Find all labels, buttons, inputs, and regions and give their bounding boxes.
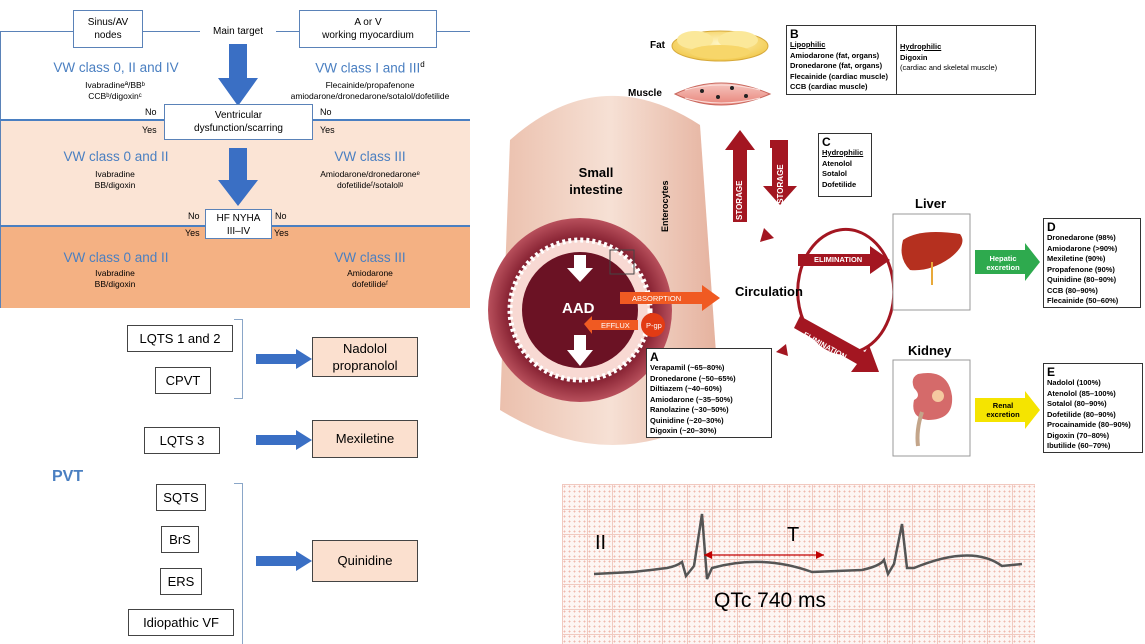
muscle-label: Muscle — [628, 88, 662, 99]
drugs-right-3: Amiodarone dofetilideᶠ — [347, 268, 393, 289]
drugs-left-1: Ivabradineª/BBᵇ CCBᵇ/digoxinᶜ — [85, 80, 145, 101]
ecg-strip — [562, 484, 1035, 644]
enterocytes-label: Enterocytes — [660, 180, 670, 232]
pvt-label: PVT — [52, 468, 84, 485]
ecg-lead-label: II — [595, 532, 607, 554]
yes-label-1: Yes — [142, 125, 157, 135]
treatment-mexiletine: Mexiletine — [312, 420, 418, 458]
no-label-4: No — [275, 211, 287, 221]
enterocyte-zoom — [609, 249, 635, 275]
storage-arrow — [725, 130, 755, 222]
treatment-quinidine: Quinidine — [312, 540, 418, 582]
liver-icon — [901, 232, 963, 271]
lqts12-box: LQTS 1 and 2 — [127, 325, 233, 352]
fat-label: Fat — [650, 40, 665, 51]
elimination-arrow-liver — [798, 246, 890, 274]
kidney-label: Kidney — [908, 343, 952, 358]
no-label-2: No — [320, 107, 332, 117]
pvt-arrow-2 — [256, 430, 312, 450]
no-label-1: No — [145, 107, 157, 117]
hepatic-excretion-label: Hepatic excretion — [986, 254, 1020, 272]
pgp-circle — [641, 313, 665, 337]
aad-label: AAD — [562, 300, 595, 317]
pvt-arrow-1 — [256, 349, 312, 369]
info-box-a: A Verapamil (~65–80%)Dronedarone (~50–65… — [646, 348, 772, 438]
no-label-3: No — [188, 211, 200, 221]
bracket-2 — [234, 483, 243, 644]
ecg-qtc-label: QTc 740 ms — [714, 589, 827, 612]
absorption-label: ABSORPTION — [632, 294, 682, 303]
info-box-d: D Dronedarone (98%)Amiodarone (>90%)Mexi… — [1043, 218, 1141, 308]
drugs-right-1: Flecainide/propafenone amiodarone/droned… — [290, 80, 450, 101]
hf-nyha-box: HF NYHA III–IV — [205, 209, 272, 239]
cpvt-box: CPVT — [155, 367, 211, 394]
band-hf — [0, 226, 470, 308]
aad-arrow-down-1 — [567, 255, 593, 282]
drugs-left-3: Ivabradine BB/digoxin — [94, 268, 136, 289]
vw-class-left-2: VW class 0 and II — [63, 149, 169, 164]
fat-illustration — [671, 30, 769, 62]
av-myocardium-box: A or V working myocardium — [299, 10, 437, 48]
drugs-right-2: Amiodarone/dronedaroneᵉ dofetilideᶠ/sota… — [320, 169, 420, 190]
yes-label-3: Yes — [185, 228, 200, 238]
pgp-label: P-gp — [646, 321, 662, 330]
yes-label-4: Yes — [274, 228, 289, 238]
flow-arrow-2 — [218, 148, 258, 206]
vw-class-right-1: VW class I and IIId — [315, 60, 425, 76]
ecg-trace — [593, 513, 1023, 580]
efflux-label: EFFLUX — [601, 321, 630, 330]
vw-class-left-3: VW class 0 and II — [63, 250, 169, 265]
efflux-arrow — [584, 316, 638, 334]
aad-arrow-down-2 — [567, 335, 593, 366]
no-storage-label: NO STORAGE — [776, 164, 785, 218]
ventricular-dysfunction-box: Ventricular dysfunction/scarring — [164, 104, 313, 140]
brs-box: BrS — [161, 526, 199, 553]
circulation-label: Circulation — [735, 284, 803, 299]
sinus-av-box: Sinus/AV nodes — [73, 10, 143, 48]
small-intestine-label: Small intestine — [569, 165, 623, 197]
vw-class-right-3: VW class III — [334, 250, 406, 265]
elimination-label-1: ELIMINATION — [814, 255, 863, 264]
storage-label: STORAGE — [735, 180, 744, 220]
vw-class-right-2: VW class III — [334, 149, 406, 164]
drugs-left-2: Ivabradine BB/digoxin — [94, 169, 136, 190]
vw-class-left-1: VW class 0, II and IV — [53, 60, 179, 75]
ers-box: ERS — [160, 568, 202, 595]
bracket-1 — [234, 319, 243, 399]
muscle-illustration — [673, 82, 772, 106]
treatment-nadolol: Nadolol propranolol — [312, 337, 418, 377]
hepatic-excretion-arrow — [975, 243, 1040, 281]
elimination-arrow-kidney — [794, 316, 879, 372]
yes-label-2: Yes — [320, 125, 335, 135]
idiopathic-vf-box: Idiopathic VF — [128, 609, 234, 636]
flow-arrow-1 — [218, 44, 258, 106]
pvt-arrow-3 — [256, 551, 312, 571]
lqts3-box: LQTS 3 — [144, 427, 220, 454]
renal-excretion-label: Renal excretion — [986, 401, 1020, 419]
no-storage-arrow — [763, 140, 797, 205]
ecg-t-label: T — [787, 524, 800, 546]
liver-label: Liver — [915, 196, 947, 211]
sqts-box: SQTS — [156, 484, 206, 511]
renal-excretion-arrow — [975, 391, 1040, 429]
info-box-b: B Lipophilic Amiodarone (fat, organs)Dro… — [786, 25, 1036, 95]
main-target-label: Main target — [200, 25, 276, 39]
info-box-e: E Nadolol (100%)Atenolol (85–100%)Sotalo… — [1043, 363, 1143, 453]
absorption-arrow — [620, 285, 720, 311]
